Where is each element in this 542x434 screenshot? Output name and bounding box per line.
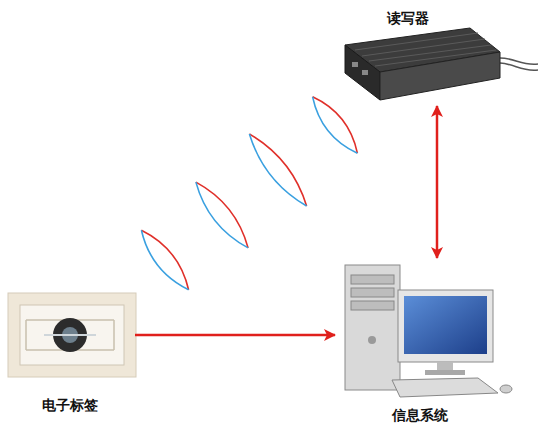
keyboard [392, 378, 498, 397]
tag-inlay [20, 305, 124, 365]
tag-strip [44, 334, 96, 336]
reader-port [362, 70, 368, 75]
tag-sheet [8, 293, 136, 377]
radio-waves [141, 97, 357, 290]
reader-port [352, 62, 358, 67]
reader-end [345, 45, 380, 100]
monitor-base [425, 370, 465, 375]
wave-arc [141, 230, 188, 290]
drive-bay [351, 301, 394, 310]
mouse [500, 385, 512, 393]
monitor-stand [437, 362, 453, 371]
reader-device [345, 28, 538, 100]
cable [500, 63, 538, 70]
reader-ribs [355, 33, 496, 66]
wave-arc [313, 97, 358, 153]
pc-tower [345, 265, 400, 390]
node-label: 电子标签 [42, 397, 98, 414]
drive-bay [351, 288, 394, 297]
node-label: 读写器 [387, 10, 429, 27]
arrow-connector [436, 106, 439, 258]
reader-side [380, 52, 500, 100]
wave-arc [249, 134, 306, 206]
monitor-screen [404, 296, 487, 354]
computer [345, 265, 512, 397]
system-node: 信息系统 [335, 258, 505, 428]
monitor [398, 290, 493, 362]
reader-node: 读写器 [318, 6, 498, 106]
wave-arc [141, 230, 188, 290]
tag-node: 电子标签 [5, 288, 135, 418]
wave-arc [313, 97, 358, 153]
arrow-connector [135, 334, 335, 337]
wave-arc [196, 182, 248, 248]
wave-arc [196, 182, 248, 248]
power-button [368, 336, 376, 344]
drive-bay [351, 275, 394, 284]
rfid-tag [8, 293, 136, 377]
wave-arc [249, 134, 306, 206]
node-label: 信息系统 [392, 407, 448, 424]
